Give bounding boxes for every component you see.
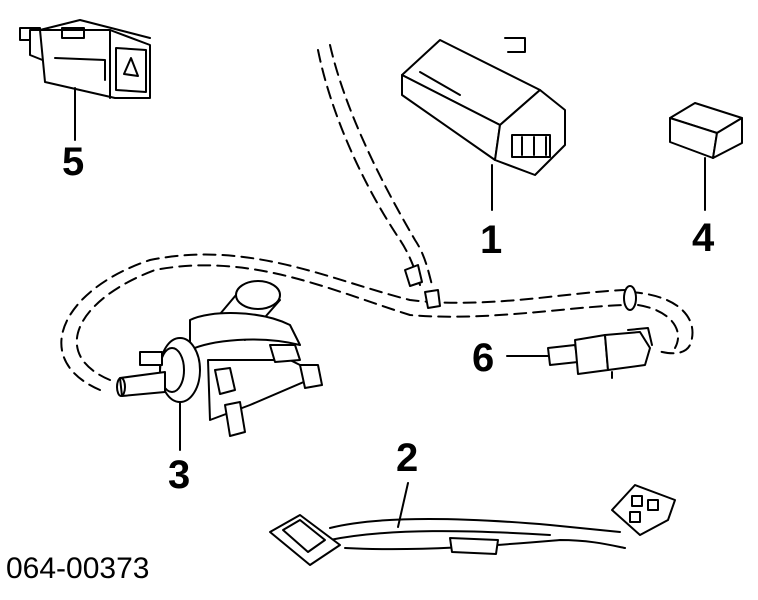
callout-1: 1 — [480, 218, 503, 262]
callout-5: 5 — [62, 140, 85, 184]
part-2-wiring-harness — [269, 482, 676, 566]
catalog-number: 064-00373 — [6, 552, 150, 585]
callout-6: 6 — [472, 336, 495, 380]
callout-4: 4 — [692, 216, 715, 260]
callout-3: 3 — [168, 453, 191, 497]
part-3-actuator — [116, 280, 323, 451]
part-5-switch — [19, 19, 151, 141]
callout-2: 2 — [396, 436, 419, 480]
part-1-control-module — [401, 37, 566, 211]
hose-connectors — [404, 264, 637, 311]
part-6-sensor — [506, 327, 653, 379]
vacuum-hoses — [60, 44, 694, 391]
part-4-relay — [669, 102, 743, 211]
